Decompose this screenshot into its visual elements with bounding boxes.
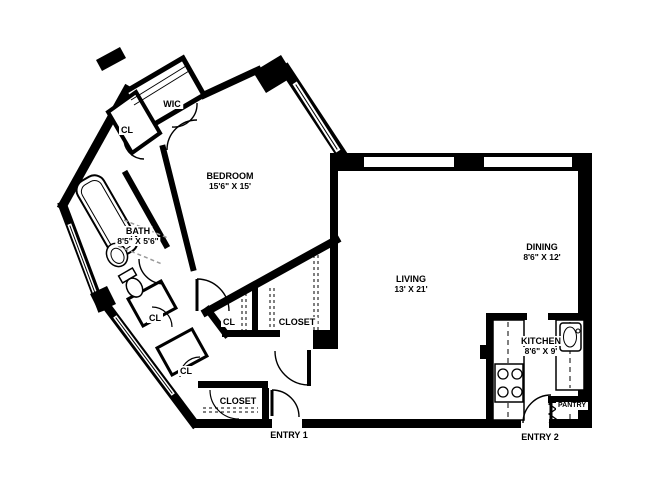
- wall-kitchen-stub-right: [548, 313, 592, 320]
- doors: [123, 102, 553, 424]
- wic-rod-1: [130, 65, 187, 101]
- stove-burner: [511, 386, 523, 398]
- room-label-cl-3: CL: [221, 317, 237, 327]
- wall-hall-closet-b: [154, 326, 210, 378]
- wall-corner-block: [313, 330, 338, 349]
- window-bath-line: [69, 225, 96, 294]
- room-label-closet-2: CLOSET: [217, 396, 259, 406]
- wall-closet-divider: [252, 285, 258, 330]
- kitchen-fixtures: [492, 319, 585, 425]
- stove-burner: [497, 386, 509, 398]
- window-bedroom-line: [295, 84, 338, 150]
- room-label-pantry: PANTRY: [556, 402, 588, 410]
- hall-door-arc: [166, 119, 198, 151]
- hall-closet-a-arc: [151, 306, 173, 328]
- bathtub: [75, 174, 139, 258]
- bath-sink: [105, 242, 129, 268]
- wall-hall-closet-a: [125, 278, 179, 329]
- bath-door-arc: [138, 258, 165, 285]
- room-label-entry-2: ENTRY 2: [519, 432, 561, 442]
- entry2-door-arc: [522, 394, 552, 424]
- room-label-entry-1: ENTRY 1: [268, 430, 310, 440]
- toilet: [117, 266, 144, 298]
- room-label-cl-4: CL: [178, 366, 194, 376]
- stove-burner: [497, 368, 509, 380]
- wall-top-stub: [96, 47, 126, 71]
- bath-fixtures: [75, 174, 169, 298]
- wall-north-block: [253, 55, 294, 93]
- wall-bedroom-se: [200, 234, 342, 318]
- entry1-door-arc: [271, 389, 300, 418]
- wall-kitchen-notch: [480, 345, 493, 359]
- wall-bath-ne: [121, 169, 171, 250]
- wall-closet-bottom: [222, 330, 280, 337]
- wall-bedroom-nw: [199, 65, 263, 100]
- window-top-right: [484, 157, 572, 167]
- wall-bottom-mid: [302, 419, 521, 428]
- wall-lower-closet-right: [262, 388, 269, 419]
- wall-kitchen-west: [486, 313, 493, 428]
- living-door-arc: [274, 350, 310, 386]
- cl1-door-arc: [123, 138, 145, 160]
- window-hall-line: [115, 317, 173, 394]
- wall-lower-closet-top: [198, 381, 268, 388]
- wall-bottom-left: [194, 419, 272, 428]
- kitchen-faucet: [575, 328, 581, 334]
- room-label-closet-1: CLOSET: [276, 317, 318, 327]
- wic-rod-2: [133, 70, 190, 106]
- stove-burner: [511, 368, 523, 380]
- lower-closet-arc: [209, 389, 240, 420]
- kitchen-sink-bowl: [563, 326, 577, 348]
- shower-dash-2: [117, 245, 163, 265]
- room-label-wic: WIC: [161, 99, 183, 109]
- wall-closet-left: [203, 305, 231, 339]
- room-label-cl-2: CL: [147, 313, 163, 323]
- wall-kitchen-stub-left: [486, 313, 527, 320]
- wall-bedroom-sw: [159, 144, 197, 272]
- bedroom-door-arc: [196, 278, 230, 312]
- window-top-left: [364, 157, 454, 167]
- room-label-cl-1: CL: [119, 125, 135, 135]
